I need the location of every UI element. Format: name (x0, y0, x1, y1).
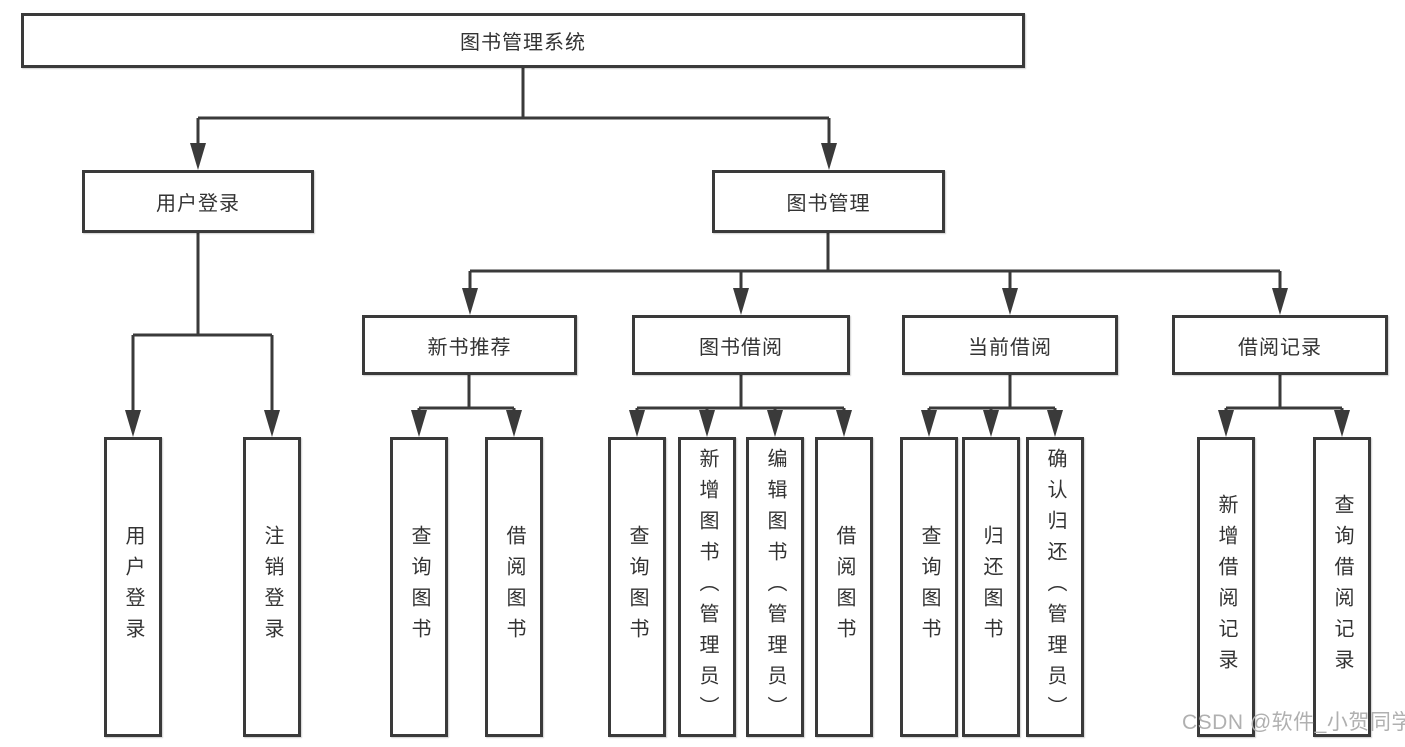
leaf-cb-query-book-label: 查询图书 (918, 525, 940, 649)
leaf-cb-confirm-return-admin: 确认归还（管理员） (1026, 437, 1084, 737)
leaf-nbr-borrow-book: 借阅图书 (485, 437, 543, 737)
leaf-user-login: 用户登录 (104, 437, 162, 737)
leaf-bb-edit-book-admin: 编辑图书（管理员） (746, 437, 804, 737)
leaf-bb-query-book: 查询图书 (608, 437, 666, 737)
leaf-cb-confirm-return-admin-label: 确认归还（管理员） (1044, 447, 1066, 727)
leaf-bb-edit-book-admin-label: 编辑图书（管理员） (764, 447, 786, 727)
node-user-login-branch-label: 用户登录 (156, 193, 240, 215)
leaf-cb-return-book-label: 归还图书 (980, 525, 1002, 649)
node-book-management: 图书管理 (712, 170, 945, 233)
leaf-br-query-record-label: 查询借阅记录 (1331, 494, 1353, 680)
connector-root-to-level2 (196, 68, 831, 148)
arrowheads (125, 143, 1350, 437)
node-new-book-recommend: 新书推荐 (362, 315, 577, 375)
node-book-management-label: 图书管理 (786, 193, 871, 215)
leaf-bb-borrow-book-label: 借阅图书 (833, 525, 855, 649)
node-user-login-branch: 用户登录 (82, 170, 314, 233)
connector-bookmgmt-to-level3 (468, 233, 1282, 292)
leaf-bb-add-book-admin-label: 新增图书（管理员） (696, 447, 718, 727)
node-root-label: 图书管理系统 (460, 32, 586, 54)
connector-bookborrow-to-leaves (635, 375, 846, 414)
leaf-nbr-borrow-book-label: 借阅图书 (503, 525, 525, 649)
leaf-bb-borrow-book: 借阅图书 (815, 437, 873, 737)
node-current-borrow: 当前借阅 (902, 315, 1118, 375)
csdn-watermark: CSDN @软件_小贺同学 (1182, 711, 1405, 734)
node-book-borrow-label: 图书借阅 (699, 336, 783, 359)
node-root: 图书管理系统 (21, 13, 1025, 68)
leaf-br-add-record-label: 新增借阅记录 (1215, 494, 1237, 680)
leaf-cb-query-book: 查询图书 (900, 437, 958, 737)
leaf-logout: 注销登录 (243, 437, 301, 737)
leaf-nbr-query-book: 查询图书 (390, 437, 448, 737)
node-current-borrow-label: 当前借阅 (968, 336, 1052, 359)
leaf-br-query-record: 查询借阅记录 (1313, 437, 1371, 737)
node-borrow-records-label: 借阅记录 (1238, 336, 1322, 359)
leaf-cb-return-book: 归还图书 (962, 437, 1020, 737)
leaf-bb-add-book-admin: 新增图书（管理员） (678, 437, 736, 737)
leaf-user-login-label: 用户登录 (122, 525, 144, 649)
node-borrow-records: 借阅记录 (1172, 315, 1388, 375)
connector-newbook-to-leaves (417, 375, 516, 414)
connector-records-to-leaves (1224, 375, 1344, 414)
leaf-nbr-query-book-label: 查询图书 (408, 525, 430, 649)
connector-currentborrow-to-leaves (927, 375, 1057, 414)
node-new-book-recommend-label: 新书推荐 (427, 336, 512, 359)
connector-userlogin-to-leaves (131, 233, 274, 412)
leaf-br-add-record: 新增借阅记录 (1197, 437, 1255, 737)
leaf-bb-query-book-label: 查询图书 (626, 525, 648, 649)
node-book-borrow: 图书借阅 (632, 315, 850, 375)
leaf-logout-label: 注销登录 (261, 525, 283, 649)
